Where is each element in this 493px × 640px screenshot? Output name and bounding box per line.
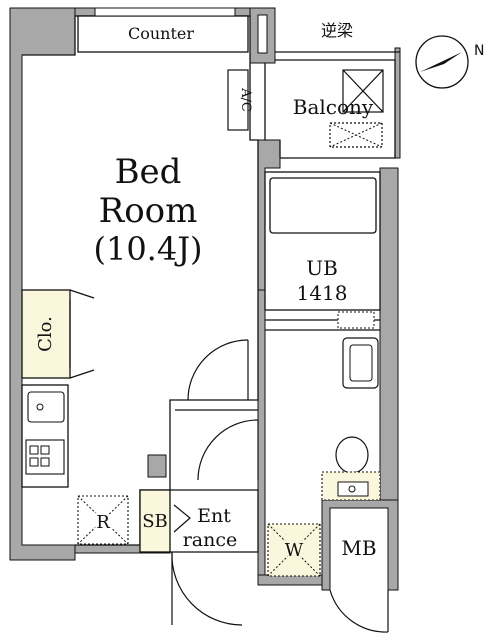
bedroom: Bed Room (10.4J) bbox=[93, 152, 202, 268]
bedroom-label-line1: Bed bbox=[115, 152, 182, 192]
meter-box: MB bbox=[341, 536, 376, 560]
sink bbox=[27, 391, 65, 423]
shoebox: SB bbox=[139, 489, 171, 553]
unit-bath: UB 1418 bbox=[297, 256, 348, 305]
washroom bbox=[321, 311, 381, 501]
entrance: Ent rance bbox=[183, 505, 238, 551]
fridge-label: R bbox=[96, 512, 110, 533]
ub-label: UB bbox=[306, 256, 338, 280]
wash-sink bbox=[342, 337, 379, 389]
ac-unit: A/C bbox=[227, 69, 253, 131]
compass-needle-icon bbox=[420, 52, 462, 72]
balcony: Balcony bbox=[293, 69, 384, 148]
ub-size: 1418 bbox=[297, 281, 348, 305]
compass-north-label: N bbox=[474, 43, 484, 59]
wall-partition bbox=[147, 454, 167, 478]
wall-lower-center bbox=[257, 289, 266, 581]
compass: N bbox=[415, 35, 484, 89]
washer-label: W bbox=[285, 540, 304, 561]
shoebox-label: SB bbox=[142, 511, 168, 532]
wall-mb bbox=[321, 499, 399, 591]
stove bbox=[25, 439, 65, 475]
closet-label: Clo. bbox=[35, 316, 56, 352]
wall-center bbox=[257, 139, 281, 291]
duct-slot bbox=[257, 14, 268, 54]
wall-balcony-right bbox=[394, 47, 401, 159]
bedroom-size: (10.4J) bbox=[93, 230, 202, 268]
kitchen-left bbox=[21, 384, 69, 488]
doors bbox=[171, 339, 389, 633]
closet: Clo. bbox=[21, 289, 95, 379]
wall-bath-right bbox=[379, 167, 399, 501]
counter: Counter bbox=[77, 7, 249, 53]
meter-box-label: MB bbox=[341, 536, 376, 560]
entrance-label-line2: rance bbox=[183, 529, 238, 551]
entrance-label-line1: Ent bbox=[197, 505, 231, 527]
fridge-space: R bbox=[77, 495, 129, 545]
toilet bbox=[335, 436, 369, 474]
bathtub bbox=[269, 177, 377, 234]
beam-label: 逆梁 bbox=[321, 21, 353, 40]
ac-label: A/C bbox=[238, 87, 253, 112]
washer-space: W bbox=[267, 523, 321, 577]
counter-label: Counter bbox=[128, 24, 194, 43]
balcony-label: Balcony bbox=[293, 95, 374, 119]
bedroom-label-line2: Room bbox=[99, 191, 198, 231]
